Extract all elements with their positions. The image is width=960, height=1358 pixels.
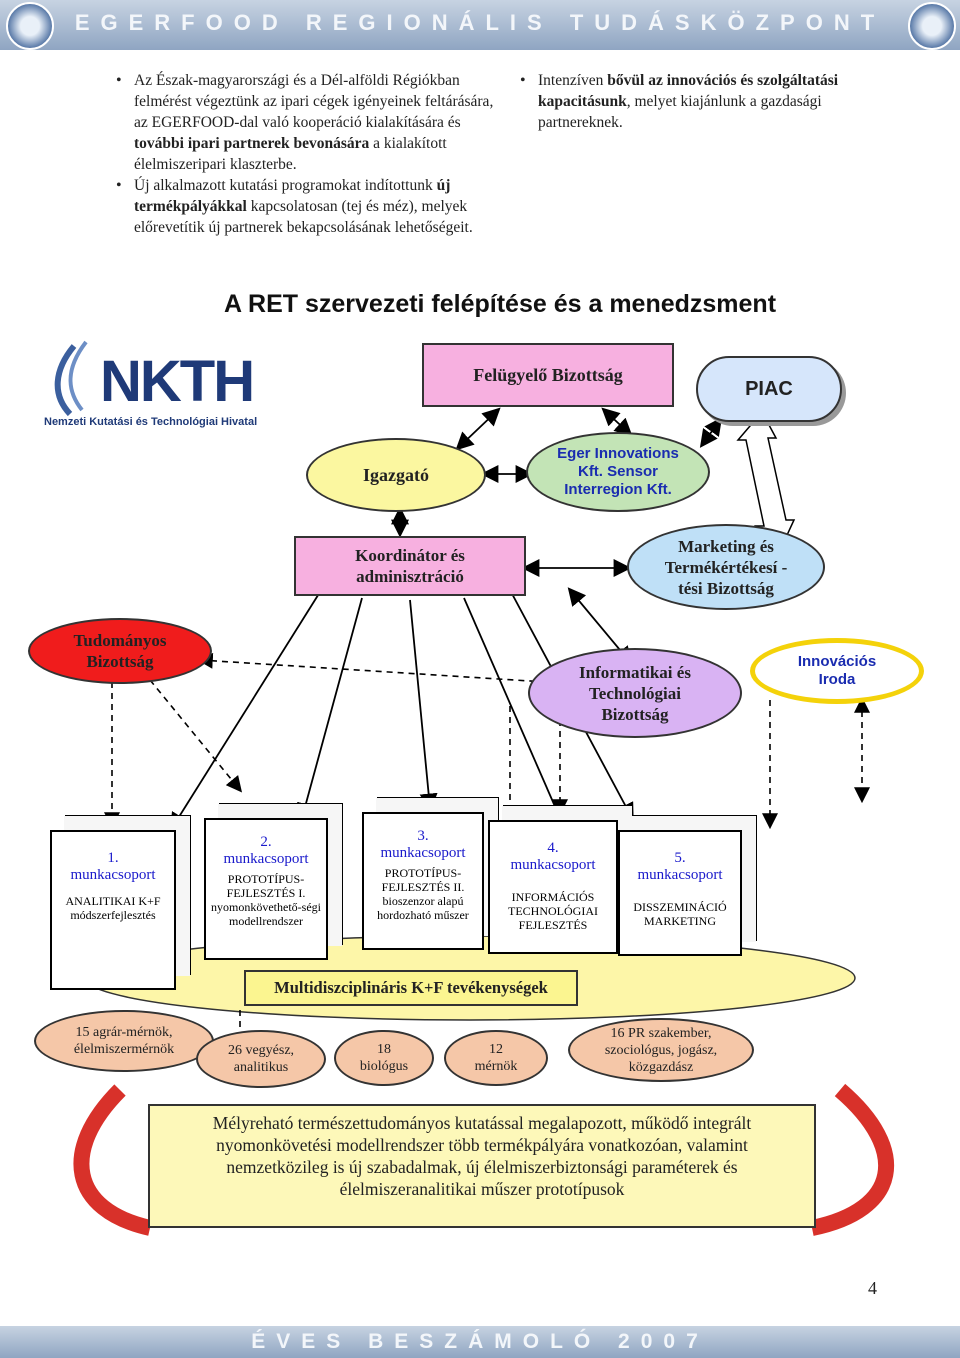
group-1-desc: ANALITIKAI K+F módszerfejlesztés [65, 894, 161, 922]
igazgato: Igazgató [306, 438, 486, 512]
group-1-number: 1. [107, 850, 119, 866]
group-3-name: munkacsoport [380, 845, 466, 861]
link-eger-piac [699, 417, 723, 448]
staff-agrar: 15 agrár-mérnök, élelmiszermérnök [34, 1010, 214, 1072]
staff-biologus: 18 biológus [334, 1030, 434, 1086]
group-4-number: 4. [547, 840, 559, 856]
link-koordinator-group3 [409, 599, 438, 812]
group-5-number: 5. [674, 850, 686, 866]
page-number: 4 [868, 1278, 877, 1298]
link-koordinator-group1 [170, 591, 321, 832]
munkacsoport-4: 4. munkacsoport INFORMÁCIÓS TECHNOLÓGIAI… [488, 820, 618, 954]
university-seal-icon [6, 2, 54, 50]
red-curve-left [73, 1084, 152, 1236]
multidiszciplinaris-label: Multidiszciplináris K+F tevékenységek [244, 970, 578, 1006]
group-4-desc: INFORMÁCIÓS TECHNOLÓGIAI FEJLESZTÉS [508, 890, 598, 932]
group-5-desc: DISSZEMINÁCIÓ MARKETING [633, 900, 727, 928]
innovacios-iroda: Innovációs Iroda [750, 638, 924, 704]
munkacsoport-5: 5. munkacsoport DISSZEMINÁCIÓ MARKETING [618, 830, 742, 956]
egerfood-seal-icon [908, 2, 956, 50]
diagram-title: A RET szervezeti felépítése és a menedzs… [223, 290, 777, 318]
staff-pr: 16 PR szakember, szociológus, jogász, kö… [568, 1018, 754, 1082]
munkacsoport-1: 1. munkacsoport ANALITIKAI K+F módszerfe… [50, 830, 176, 990]
group-3-desc: PROTOTÍPUS-FEJLESZTÉS II. bioszenzor ala… [377, 866, 469, 922]
informatikai-bizottsag: Informatikai és Technológiai Bizottság [528, 648, 742, 738]
footer-title: ÉVES BESZÁMOLÓ 2007 [251, 1330, 709, 1353]
tudomanyos-bizottsag: Tudományos Bizottság [28, 618, 212, 684]
link-felugyelo-eger [601, 407, 633, 437]
felugyelo-bizottsag: Felügyelő Bizottság [422, 343, 674, 407]
nkth-logo-subtitle: Nemzeti Kutatási és Technológiai Hivatal [44, 416, 258, 428]
staff-mernok: 12 mérnök [444, 1030, 548, 1086]
group-5-name: munkacsoport [637, 867, 723, 883]
munkacsoport-3: 3. munkacsoport PROTOTÍPUS-FEJLESZTÉS II… [362, 812, 484, 950]
piac-cloud: PIAC [696, 356, 842, 422]
group-2-number: 2. [260, 834, 272, 850]
group-2-name: munkacsoport [223, 851, 309, 867]
dash-tudomanyos-group2 [149, 679, 243, 793]
staff-vegyesz: 26 vegyész, analitikus [196, 1030, 326, 1088]
header-title: EGERFOOD REGIONÁLIS TUDÁSKÖZPONT [74, 10, 886, 35]
left-bullet-2: Új alkalmazott kutatási programokat indí… [112, 175, 498, 238]
nkth-logo: NKTH Nemzeti Kutatási és Technológiai Hi… [44, 340, 284, 430]
left-bullet-1: Az Észak-magyarországi és a Dél-alföldi … [112, 70, 498, 175]
summary-box: Mélyreható természettudományos kutatássa… [148, 1104, 816, 1228]
eger-innovations: Eger Innovations Kft. Sensor Interregion… [526, 432, 710, 512]
group-1-name: munkacsoport [70, 867, 156, 883]
group-3-number: 3. [417, 828, 429, 844]
munkacsoport-2: 2. munkacsoport PROTOTÍPUS-FEJLESZTÉS I.… [204, 818, 328, 960]
right-bullet-1: Intenzíven bővül az innovációs és szolgá… [516, 70, 894, 133]
nkth-logo-text: NKTH [100, 349, 255, 414]
link-koordinator-group4 [463, 597, 563, 822]
header-band: EGERFOOD REGIONÁLIS TUDÁSKÖZPONT [0, 0, 960, 50]
marketing-bizottsag: Marketing és Termékértékesí -tési Bizott… [627, 524, 825, 610]
footer-band: ÉVES BESZÁMOLÓ 2007 [0, 1326, 960, 1358]
left-column: Az Észak-magyarországi és a Dél-alföldi … [112, 70, 498, 238]
koordinator-adminisztracio: Koordinátor és adminisztráció [294, 536, 526, 596]
nkth-swoosh-icon [54, 340, 88, 417]
red-curve-right [810, 1083, 895, 1236]
link-koordinator-group2 [297, 597, 363, 822]
link-igazgato-felugyelo [455, 407, 501, 451]
right-column: Intenzíven bővül az innovációs és szolgá… [516, 70, 894, 133]
group-4-name: munkacsoport [510, 857, 596, 873]
group-2-desc: PROTOTÍPUS-FEJLESZTÉS I. nyomonkövethető… [211, 872, 321, 928]
